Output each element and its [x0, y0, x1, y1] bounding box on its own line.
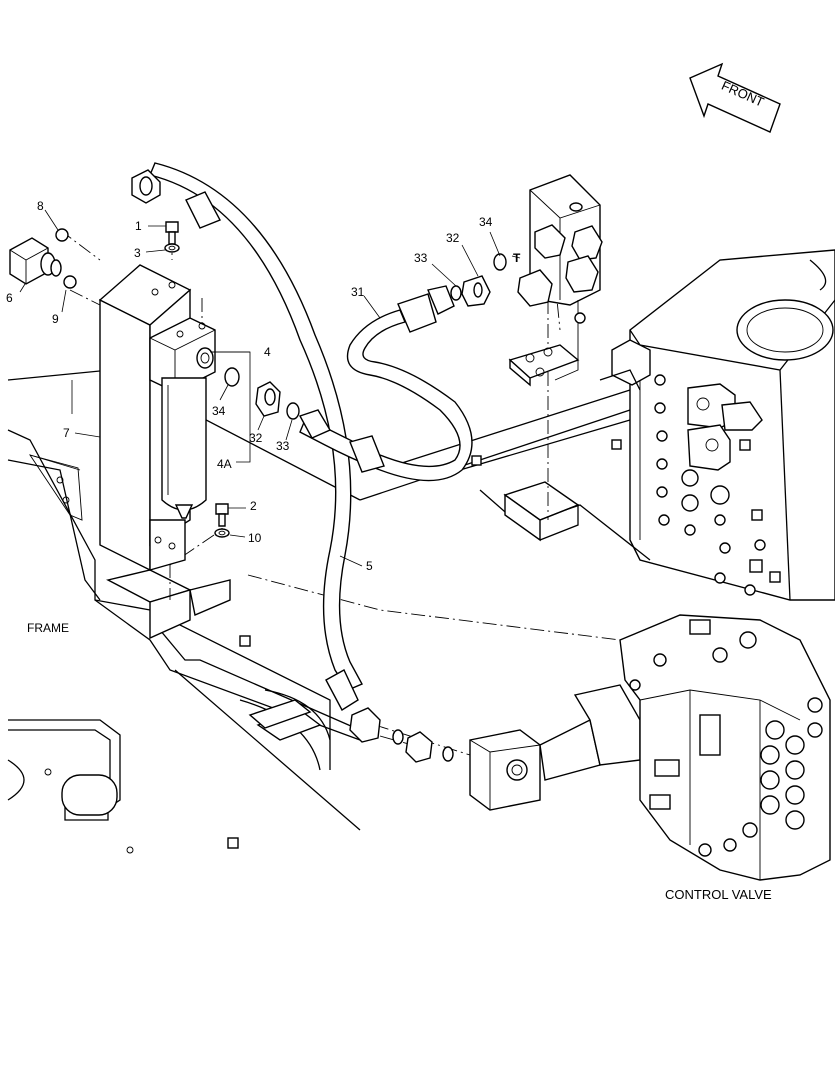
callout-4: 4	[264, 345, 271, 359]
filter-outlet-fittings	[224, 367, 300, 420]
control-valve	[469, 614, 831, 881]
frame-label: FRAME	[27, 621, 69, 635]
callout-33-valve: 33	[414, 251, 428, 265]
bolt-washers	[164, 221, 230, 538]
callout-labels: 1 2 3 4 4A 5 6 7 8 9 10 31 32 33 34 32 3…	[6, 199, 521, 573]
callout-6: 6	[6, 291, 13, 305]
valve-block	[508, 174, 603, 387]
callout-32-valve: 32	[446, 231, 460, 245]
callout-10: 10	[248, 531, 262, 545]
callout-4a: 4A	[217, 457, 232, 471]
hydraulic-tank	[611, 249, 835, 601]
callout-34-filter: 34	[212, 404, 226, 418]
callout-31: 31	[351, 285, 365, 299]
control-valve-label: CONTROL VALVE	[665, 887, 772, 902]
callout-33-filter: 33	[276, 439, 290, 453]
hose-31	[298, 253, 507, 482]
callout-7: 7	[63, 426, 70, 440]
callout-3: 3	[134, 246, 141, 260]
callout-5: 5	[366, 559, 373, 573]
callout-34-valve: 34	[479, 215, 493, 229]
center-frame	[359, 369, 651, 561]
callout-leaders	[19, 209, 521, 567]
callout-8: 8	[37, 199, 44, 213]
callout-9: 9	[52, 312, 59, 326]
elbow-fitting	[9, 228, 77, 289]
front-direction-arrow: FRONT	[689, 62, 781, 133]
callout-32-filter: 32	[249, 431, 263, 445]
hose-5	[131, 162, 454, 763]
callout-t-port: T	[513, 251, 521, 265]
callout-2: 2	[250, 499, 257, 513]
callout-1: 1	[135, 219, 142, 233]
return-filter	[149, 317, 216, 519]
